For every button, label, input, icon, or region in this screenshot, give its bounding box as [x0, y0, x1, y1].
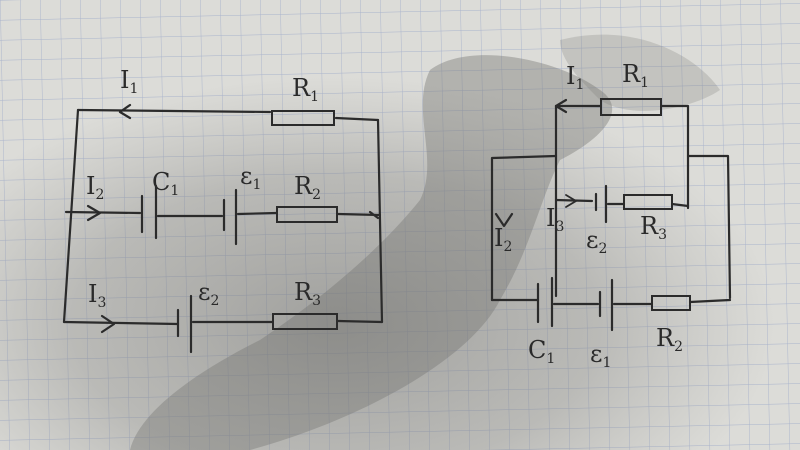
- left-bottom-wire-c: [336, 319, 384, 324]
- right-r1-resistor: [600, 98, 662, 116]
- left-e1-battery: [222, 188, 238, 246]
- right-outer-left-rail: [490, 154, 558, 302]
- left-top-right-wire: [334, 116, 380, 122]
- left-left-rail: [62, 108, 80, 324]
- left-mid-wire-a: [64, 210, 142, 215]
- left-label-r3: R3: [294, 278, 321, 309]
- left-top-wire: [76, 108, 272, 114]
- right-label-i3: I3: [546, 204, 564, 235]
- right-label-i1: I1: [566, 62, 584, 93]
- right-label-e1: ε1: [590, 340, 611, 371]
- left-label-i1: I1: [120, 66, 138, 97]
- right-c1-capacitor: [536, 276, 554, 328]
- right-i1-arrow: [554, 98, 568, 114]
- right-outer-right-rail: [686, 154, 732, 300]
- right-label-r3: R3: [640, 212, 667, 243]
- left-label-c1: C1: [152, 168, 179, 199]
- left-label-i3: I3: [88, 280, 106, 311]
- left-label-e1: ε1: [240, 162, 261, 193]
- right-inner-wire-c: [670, 202, 690, 208]
- right-bottom-wire-d: [688, 298, 732, 304]
- right-label-r2: R2: [656, 324, 683, 355]
- left-c1-capacitor: [140, 184, 158, 240]
- right-top-wire-b: [660, 104, 690, 210]
- left-label-r2: R2: [294, 172, 321, 203]
- left-circuit: [62, 103, 384, 354]
- right-r3-resistor: [623, 194, 673, 210]
- right-circuit: [490, 98, 732, 332]
- right-e2-battery: [594, 184, 608, 224]
- right-i3-arrow: [565, 194, 578, 208]
- left-r3-resistor: [272, 313, 338, 330]
- left-r2-resistor: [276, 206, 338, 223]
- right-label-c1: C1: [528, 336, 555, 367]
- left-i1-arrow: [118, 103, 132, 120]
- right-label-r1: R1: [622, 60, 649, 91]
- left-right-rail: [376, 118, 384, 324]
- left-mid-wire-c: [236, 211, 278, 216]
- left-mid-junction: [368, 210, 380, 220]
- right-e1-battery: [598, 278, 614, 332]
- right-i2-arrow: [494, 212, 514, 228]
- left-label-i2: I2: [86, 172, 104, 203]
- left-label-r1: R1: [292, 74, 319, 105]
- left-i3-arrow: [100, 314, 116, 334]
- left-bottom-wire-a: [62, 320, 180, 326]
- right-label-e2: ε2: [586, 226, 607, 257]
- left-e2-battery: [176, 294, 193, 354]
- right-label-i2: I2: [494, 224, 512, 255]
- left-r1-resistor: [271, 110, 335, 126]
- left-i2-arrow: [86, 204, 102, 222]
- left-label-e2: ε2: [198, 278, 219, 309]
